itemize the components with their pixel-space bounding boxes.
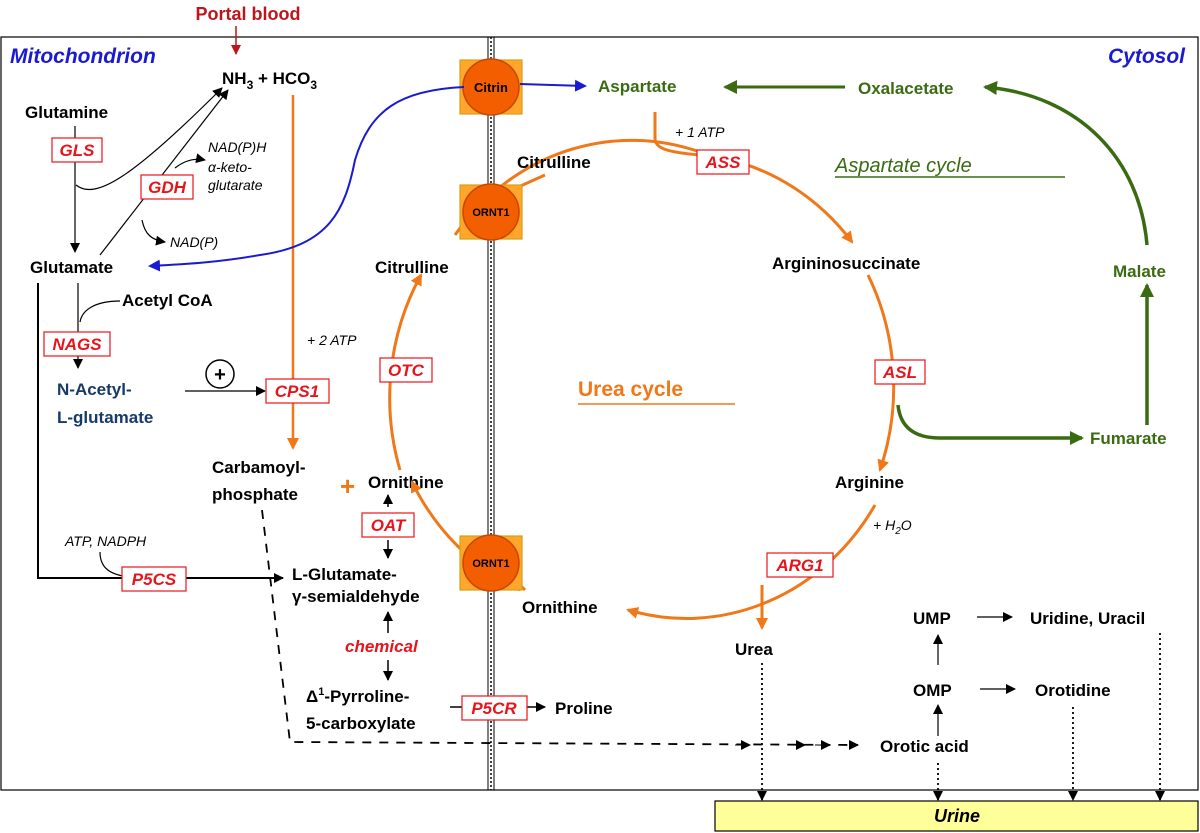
orotidine-label: Orotidine bbox=[1035, 681, 1111, 700]
asl-enzyme-box bbox=[874, 359, 926, 385]
activator-circle bbox=[205, 359, 235, 389]
nag-label-line2: L-glutamate bbox=[57, 408, 153, 427]
nag-label-line1: N-Acetyl- bbox=[57, 380, 132, 399]
urine-label: Urine bbox=[934, 806, 980, 826]
p5cr-enzyme-box bbox=[461, 695, 528, 721]
ornt1-bottom-label: ORNT1 bbox=[472, 558, 509, 570]
gdh-ammonia-arrow bbox=[99, 89, 229, 256]
cps1-enzyme-box bbox=[265, 378, 330, 404]
atp-nadph-label: ATP, NADPH bbox=[64, 533, 147, 549]
glu-semialdehyde-line2: γ-semialdehyde bbox=[292, 587, 420, 606]
p5cs-enzyme-box bbox=[121, 566, 187, 592]
glutamine-label: Glutamine bbox=[25, 103, 108, 122]
ass-enzyme: ASS bbox=[705, 153, 742, 172]
aspartate-label: Aspartate bbox=[598, 77, 676, 96]
cell-frame bbox=[0, 36, 1199, 791]
gls-enzyme: GLS bbox=[60, 141, 96, 160]
urine-box bbox=[714, 800, 1199, 832]
p5cr-enzyme: P5CR bbox=[471, 699, 517, 718]
carbamoyl-to-orotic-dashed bbox=[261, 509, 859, 750]
p5cs-path bbox=[37, 283, 284, 583]
otc-enzyme-box bbox=[379, 357, 433, 383]
h2o-label: + H2O bbox=[873, 517, 912, 537]
malate-to-oxalacetate-arrow bbox=[983, 81, 1149, 246]
cps1-enzyme: CPS1 bbox=[275, 382, 319, 401]
acetyl-coa-label: Acetyl CoA bbox=[122, 291, 213, 310]
malate-label: Malate bbox=[1113, 262, 1166, 281]
carbamoyl-label-line1: Carbamoyl- bbox=[212, 458, 306, 477]
urea-cycle-label: Urea cycle bbox=[578, 378, 683, 401]
urea-label: Urea bbox=[735, 640, 773, 659]
citrulline-mito-label: Citrulline bbox=[375, 258, 449, 277]
citrulline-cyto-label: Citrulline bbox=[517, 153, 591, 172]
ornt1-top-transporter bbox=[462, 183, 520, 241]
nadp-label: NAD(P) bbox=[170, 234, 218, 250]
acetyl-coa-join bbox=[79, 300, 121, 323]
ass-enzyme-box bbox=[696, 149, 750, 175]
ornt1-top-label: ORNT1 bbox=[472, 207, 509, 219]
cytosol-label: Cytosol bbox=[1108, 45, 1186, 68]
activator-plus: + bbox=[214, 364, 226, 386]
orotic-acid-label: Orotic acid bbox=[880, 737, 969, 756]
arg1-enzyme: ARG1 bbox=[775, 556, 823, 575]
citrin-label: Citrin bbox=[474, 80, 508, 95]
proline-label: Proline bbox=[555, 699, 613, 718]
uridine-label: Uridine, Uracil bbox=[1030, 609, 1145, 628]
p5cs-enzyme: P5CS bbox=[132, 570, 177, 589]
citrin-aspartate-arrow bbox=[519, 79, 587, 92]
ornt1-bottom-transporter bbox=[462, 534, 520, 592]
nadph-label: NAD(P)H bbox=[208, 139, 267, 155]
gdh-nadph-arrow bbox=[174, 153, 206, 169]
asl-enzyme: ASL bbox=[882, 363, 917, 382]
plus-sign: + bbox=[340, 471, 355, 501]
citrin-glutamate-arrow bbox=[148, 86, 465, 272]
portal-blood-label: Portal blood bbox=[196, 4, 301, 24]
oat-enzyme-box bbox=[361, 512, 415, 538]
akg-label-line1: α-keto- bbox=[208, 159, 252, 175]
aspartate-cycle-label: Aspartate cycle bbox=[834, 155, 972, 177]
atp2-label: + 2 ATP bbox=[307, 332, 357, 348]
oat-enzyme: OAT bbox=[371, 516, 407, 535]
gdh-enzyme-box bbox=[140, 174, 194, 200]
nags-enzyme-box bbox=[43, 331, 111, 357]
asl-to-fumarate-arrow bbox=[896, 404, 1084, 445]
atp1-label: + 1 ATP bbox=[675, 124, 725, 140]
ornithine-cyto-label: Ornithine bbox=[522, 598, 598, 617]
oxalacetate-label: Oxalacetate bbox=[858, 79, 953, 98]
fumarate-label: Fumarate bbox=[1090, 429, 1167, 448]
nh3-hco3-label: NH3 + HCO3 bbox=[222, 69, 317, 92]
p5c-label-line1: Δ1-Pyrroline- bbox=[306, 686, 409, 706]
aspartate-entry bbox=[653, 112, 701, 157]
gls-enzyme-box bbox=[51, 137, 103, 163]
carbamoyl-label-line2: phosphate bbox=[212, 485, 298, 504]
arginine-label: Arginine bbox=[835, 473, 904, 492]
chemical-label: chemical bbox=[345, 637, 419, 656]
ump-label: UMP bbox=[913, 609, 951, 628]
argininosuccinate-label: Argininosuccinate bbox=[772, 254, 920, 273]
gls-ammonia-arrow bbox=[75, 87, 223, 191]
glu-semialdehyde-line1: L-Glutamate- bbox=[292, 565, 397, 584]
omp-label: OMP bbox=[913, 681, 952, 700]
mitochondrion-label: Mitochondrion bbox=[10, 45, 156, 68]
gdh-nadp-arrow bbox=[141, 219, 166, 246]
ring-segment-arg1 bbox=[626, 504, 877, 620]
otc-enzyme: OTC bbox=[388, 361, 425, 380]
glutamate-label: Glutamate bbox=[30, 258, 113, 277]
nags-enzyme: NAGS bbox=[52, 335, 102, 354]
gdh-enzyme: GDH bbox=[148, 178, 187, 197]
p5c-label-line2: 5-carboxylate bbox=[306, 714, 416, 733]
ornithine-mito-label: Ornithine bbox=[368, 473, 444, 492]
arg1-enzyme-box bbox=[766, 552, 834, 578]
akg-label-line2: glutarate bbox=[208, 177, 263, 193]
